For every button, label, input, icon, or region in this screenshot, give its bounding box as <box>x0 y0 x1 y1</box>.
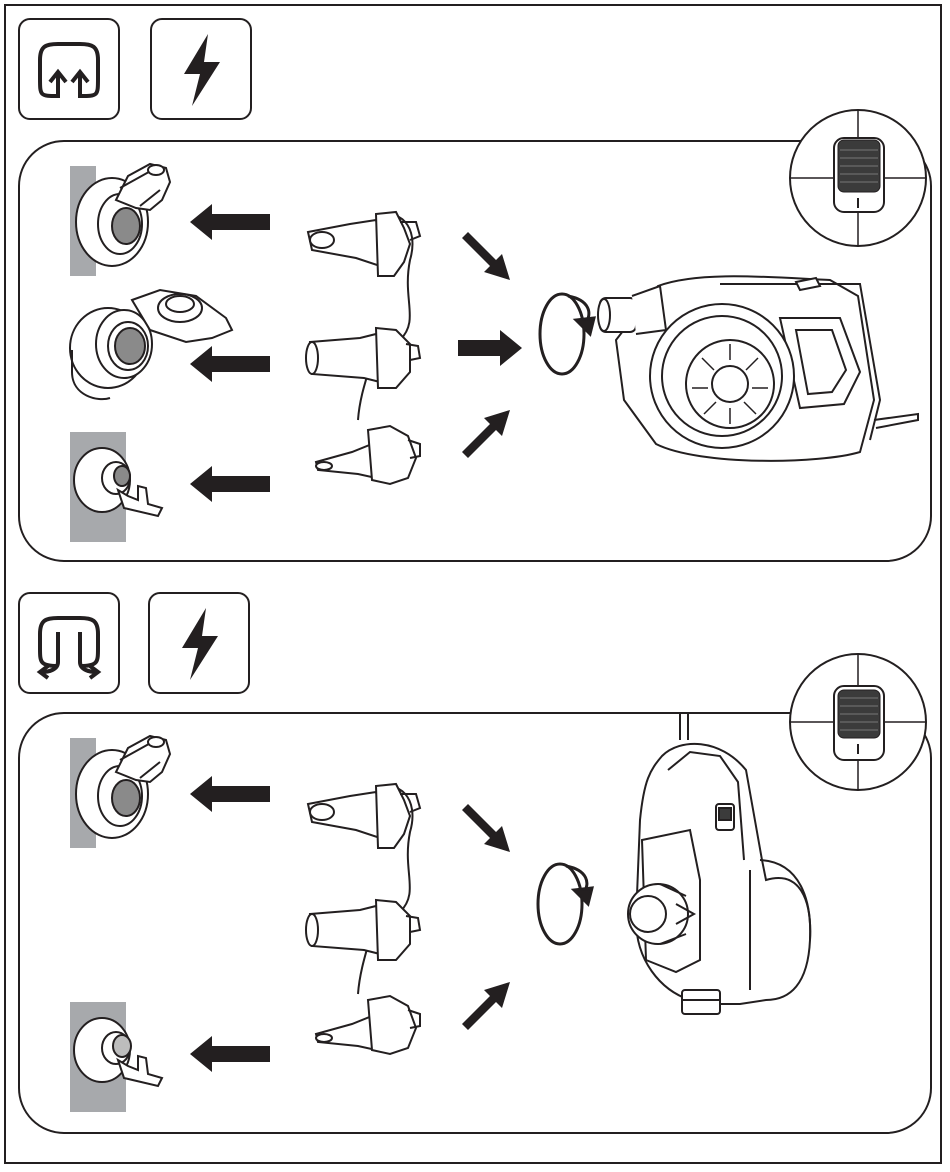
switch-inset-icon <box>790 654 926 790</box>
arrow-left-icon <box>190 776 270 1072</box>
rotate-clockwise-icon <box>538 864 592 944</box>
arrow-right-icon <box>462 804 510 1030</box>
electric-pump-front-icon <box>628 712 810 1014</box>
small-pin-valve-icon <box>74 1018 162 1086</box>
nozzle-set-icon <box>306 784 420 1054</box>
